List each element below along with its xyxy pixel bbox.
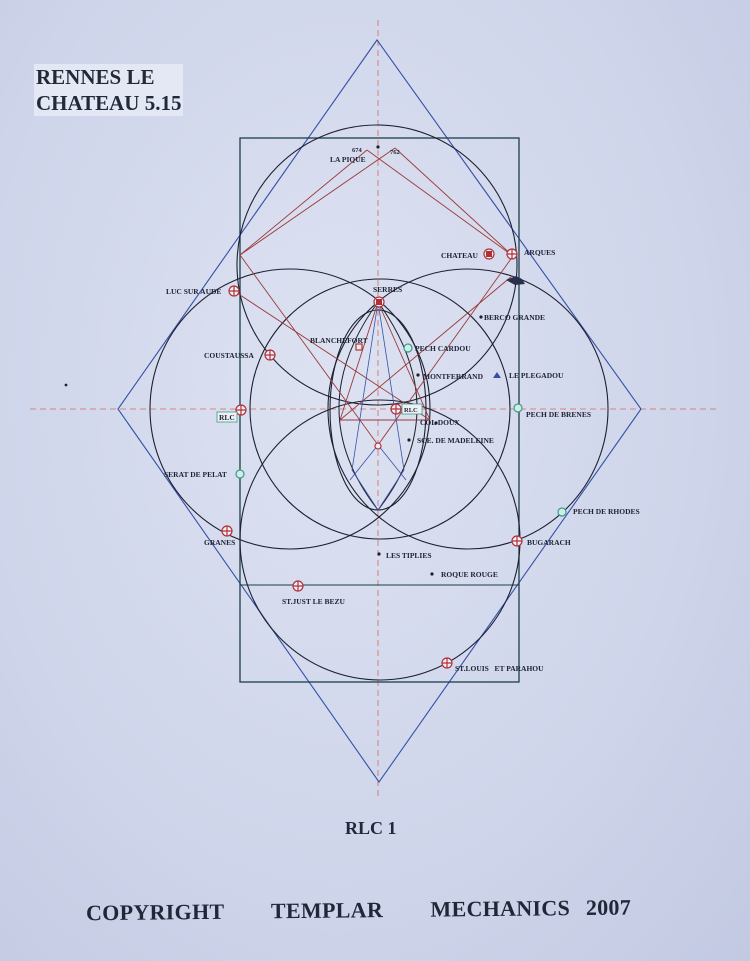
dot-sce-madeleine xyxy=(407,438,411,442)
label-st-just-le-bezu: ST.JUST LE BEZU xyxy=(282,597,345,606)
label-chateau: CHATEAU xyxy=(441,251,479,260)
title-line-1: RENNES LE xyxy=(36,65,155,89)
label-serres: SERRES xyxy=(373,285,402,294)
label-pech-cardou: PECH CARDOU xyxy=(415,344,471,353)
dot-les-tiplies xyxy=(377,552,381,556)
marker-luc-sur-aude xyxy=(228,285,240,297)
label-pech-de-brenes: PECH DE BRENES xyxy=(526,410,591,419)
blue-line xyxy=(351,301,379,471)
label-col-doux: COL DOUX xyxy=(420,418,460,427)
red-line xyxy=(339,275,513,421)
marker-coustaussa xyxy=(264,349,276,361)
circle-center xyxy=(249,278,511,540)
label-la-pique: LA PIQUE xyxy=(330,155,366,164)
label-roque-rouge: ROQUE ROUGE xyxy=(441,570,498,579)
rlc-box-left xyxy=(216,411,238,423)
marker-serres xyxy=(373,296,385,308)
red-line xyxy=(233,290,431,421)
label-le-plegadou: LE PLEGADOU xyxy=(509,371,564,380)
marker-rlc-center xyxy=(390,403,402,415)
blue-line xyxy=(377,469,405,511)
marker-chateau xyxy=(483,248,495,260)
label-bugarach: BUGARACH xyxy=(527,538,571,547)
dot-roque-rouge xyxy=(430,572,434,576)
marker-pech-cardou xyxy=(403,343,413,353)
marker-serat-de-pelat xyxy=(235,469,245,479)
red-line xyxy=(239,254,379,446)
blue-line xyxy=(351,469,379,511)
vesica-arc-left xyxy=(338,301,379,511)
triangle-le-plegadou xyxy=(493,372,501,378)
label-serat-de-pelat: SERAT DE PELAT xyxy=(164,470,227,479)
bird-mark xyxy=(506,276,525,285)
red-line xyxy=(394,147,514,257)
circle-right xyxy=(327,268,609,550)
label-sce-madeleine: SCE. DE MADELEINE xyxy=(417,436,494,445)
red-line xyxy=(377,301,431,421)
label-st-louis-et-parahou: ST.LOUIS ET PARAHOU xyxy=(455,664,544,673)
dot-la-pique xyxy=(376,145,380,149)
marker-granes xyxy=(221,525,233,537)
red-line xyxy=(377,255,514,446)
title-line-2: CHATEAU 5.15 xyxy=(36,91,182,115)
blue-line xyxy=(377,301,405,471)
label-arques: ARQUES xyxy=(524,248,555,257)
label-rlc-center: RLC xyxy=(404,407,418,414)
outer-diamond xyxy=(117,39,642,783)
label-762: 762 xyxy=(390,149,400,156)
label-montferrand: MONTFERRAND xyxy=(423,372,484,381)
dot-stray xyxy=(64,383,68,387)
label-les-tiplies: LES TIPLIES xyxy=(386,551,432,560)
label-coustaussa: COUSTAUSSA xyxy=(204,351,254,360)
marker-st-louis xyxy=(441,657,453,669)
dot-berco-grande xyxy=(479,315,483,319)
marker-arques xyxy=(506,248,518,260)
diagram-title: RENNES LE CHATEAU 5.15 xyxy=(34,64,184,116)
label-rlc-left: RLC xyxy=(219,413,235,422)
dot-col-doux xyxy=(434,421,438,425)
marker-pech-de-rhodes xyxy=(557,507,567,517)
dot-montferrand xyxy=(416,373,420,377)
diagram-caption: RLC 1 xyxy=(345,818,397,838)
circle-top xyxy=(236,124,518,406)
marker-rlc-left xyxy=(235,404,247,416)
blue-line xyxy=(349,444,379,481)
red-line xyxy=(366,149,514,257)
label-blanchefort: BLANCHEFORT xyxy=(310,336,368,345)
label-berco-grande: BERCO GRANDE xyxy=(484,313,545,322)
rlc-box-center xyxy=(401,403,423,415)
marker-pech-de-brenes xyxy=(513,403,523,413)
marker-small xyxy=(374,442,382,450)
marker-st-just xyxy=(292,580,304,592)
label-pech-de-rhodes: PECH DE RHODES xyxy=(573,507,640,516)
label-674: 674 xyxy=(352,147,363,154)
label-granes: GRANES xyxy=(204,538,235,547)
red-line xyxy=(339,301,379,421)
red-line xyxy=(239,149,368,256)
marker-bugarach xyxy=(511,535,523,547)
marker-blanchefort xyxy=(355,343,363,351)
label-luc-sur-aude: LUC SUR AUDE xyxy=(166,287,221,296)
blue-line xyxy=(377,444,407,481)
red-line xyxy=(239,147,396,256)
